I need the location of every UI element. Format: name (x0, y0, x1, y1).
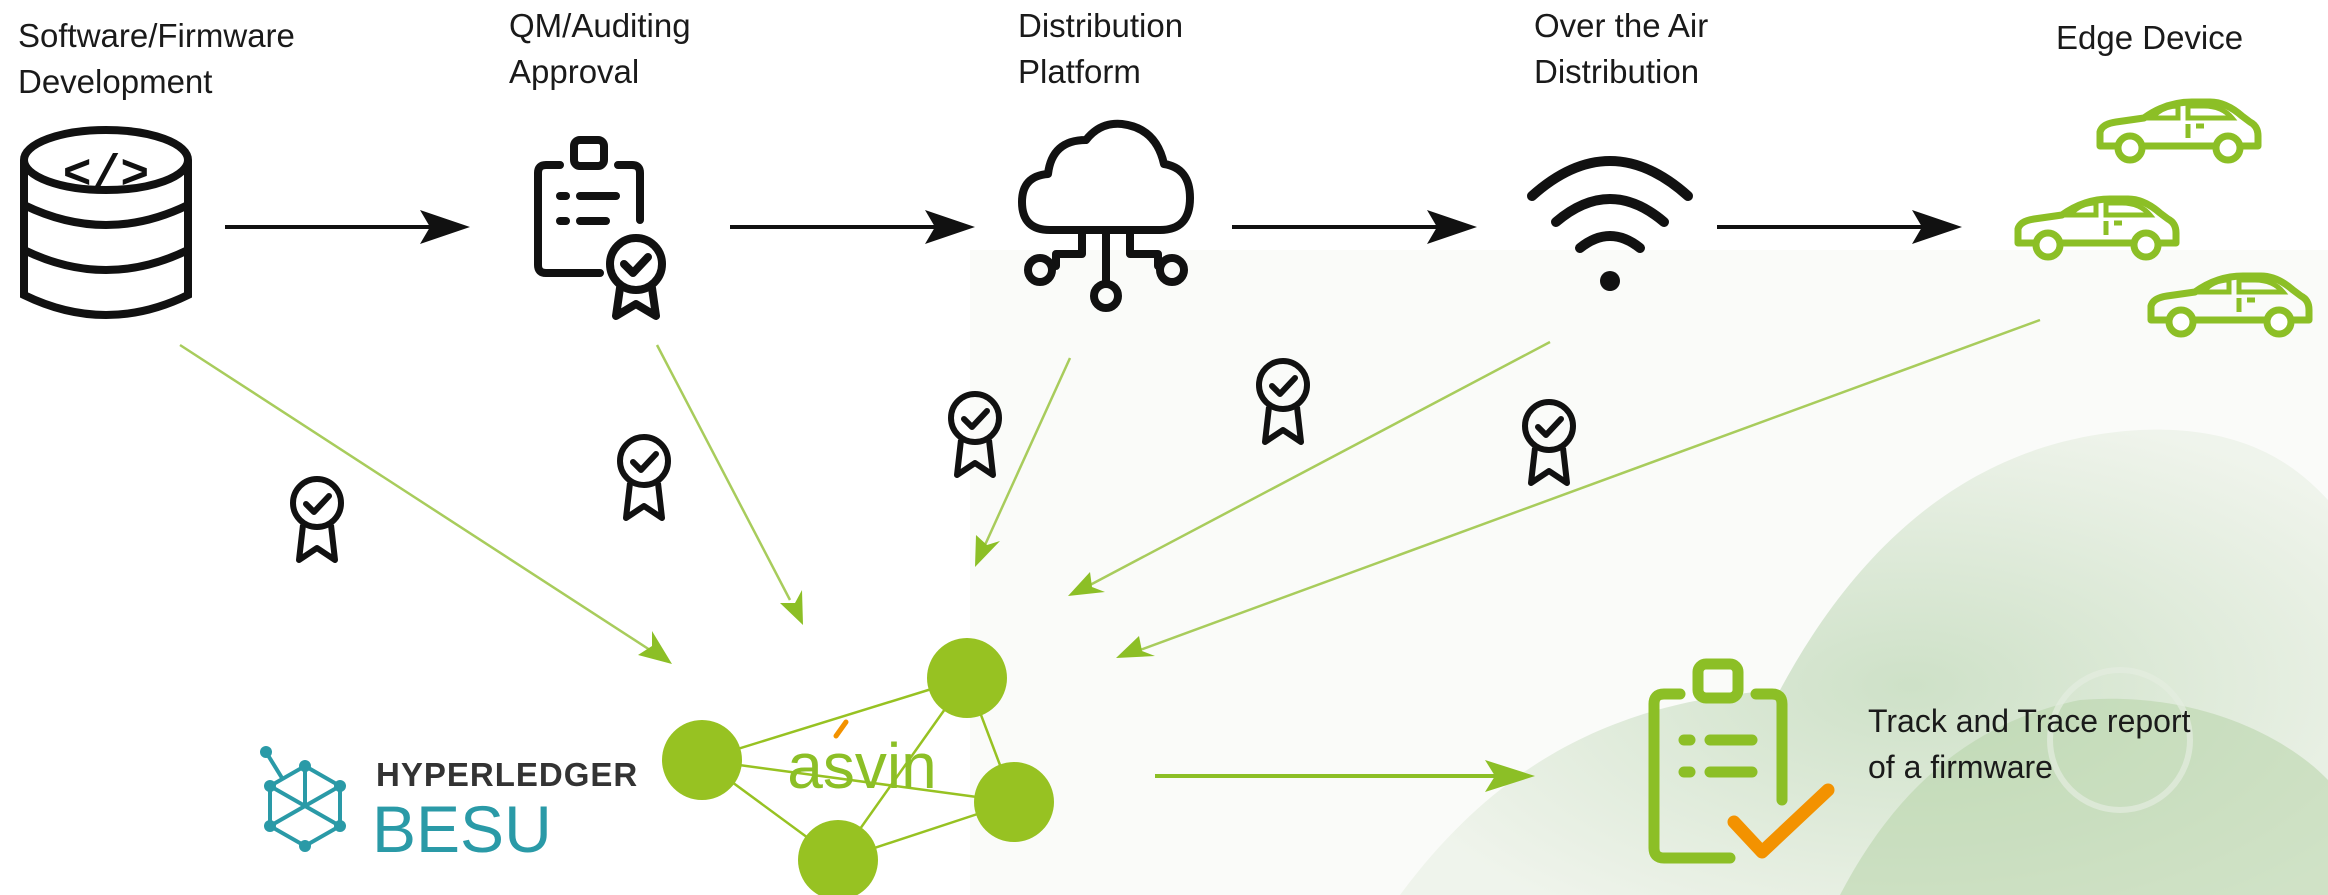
database-code-icon (20, 126, 192, 319)
stage-label-ota-distribution: Over the Air Distribution (1534, 3, 1708, 95)
stage-label-line: Platform (1018, 53, 1141, 90)
flow-arrows (225, 210, 1962, 244)
stage-label-line: QM/Auditing (509, 7, 691, 44)
wifi-dot (1600, 271, 1620, 291)
stage-label-distribution-platform: Distribution Platform (1018, 3, 1183, 95)
stage-label-line: Development (18, 63, 213, 100)
asvin-network: asvin (662, 638, 1054, 895)
certificate-badge-icon (1525, 402, 1573, 483)
stage-label-line: Approval (509, 53, 640, 90)
stage-label-development: Software/Firmware Development (18, 13, 295, 105)
car-icon (2151, 276, 2309, 334)
wifi-icon (1527, 156, 1693, 253)
asvin-logo: asvin (787, 730, 936, 802)
certificate-badge-icon (951, 394, 999, 475)
asvin-logo-accent (833, 719, 849, 739)
hyperledger-wordmark: HYPERLEDGER (376, 756, 638, 793)
report-label-line: of a firmware (1868, 749, 2053, 785)
certificate-badge-icon (1259, 361, 1307, 442)
certificate-badge-icon (293, 479, 341, 560)
cloud-network-icon (1018, 119, 1194, 312)
stage-label-qm-approval: QM/Auditing Approval (509, 3, 691, 95)
clipboard-certified-icon (534, 136, 666, 320)
report-label: Track and Trace report of a firmware (1868, 698, 2191, 790)
certificate-badge-icon (620, 437, 668, 518)
stage-label-line: Distribution (1534, 53, 1700, 90)
car-icon (2100, 102, 2258, 160)
stage-label-line: Distribution (1018, 7, 1184, 44)
hyperledger-besu-logo: HYPERLEDGER BESU (260, 746, 638, 866)
stage-label-line: Over the Air (1534, 7, 1709, 44)
code-glyph: </> (63, 149, 149, 203)
stage-label-edge-device: Edge Device (2056, 15, 2243, 61)
stage-label-line: Software/Firmware (18, 17, 295, 54)
report-arrow (1155, 760, 1535, 792)
trace-arrows (179, 318, 2041, 664)
stage-label-line: Edge Device (2056, 19, 2244, 56)
car-icon (2018, 199, 2176, 257)
report-label-line: Track and Trace report (1868, 703, 2191, 739)
clipboard-check-icon (1648, 658, 1835, 864)
besu-wordmark: BESU (372, 792, 552, 866)
